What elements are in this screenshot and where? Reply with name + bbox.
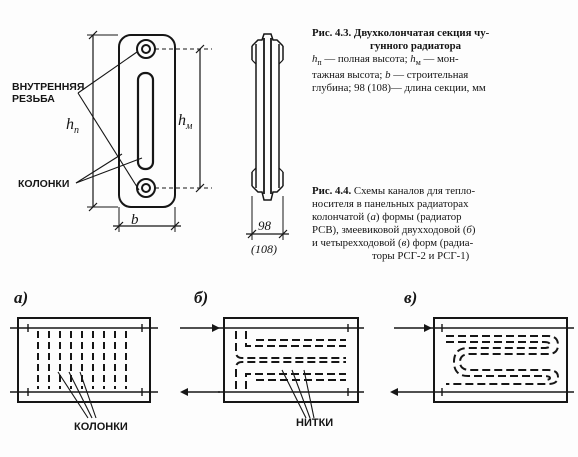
caption-hm-symbol: h <box>410 53 416 65</box>
caption-4-4-line3: колончатой (а) формы (радиатор <box>312 211 574 224</box>
caption-4-4-text5b: ) форм (радиа- <box>406 237 474 249</box>
label-columns-fig43: КОЛОНКИ <box>18 178 70 190</box>
caption-4-4-text2: носителя в панельных радиаторах <box>312 198 469 210</box>
caption-4-4-text6: торы РСГ-2 и РСГ-1) <box>372 250 470 262</box>
caption-fig-4-4: Рис. 4.4. Схемы каналов для тепло- носит… <box>312 185 574 263</box>
dim-label-98: 98 <box>258 218 271 233</box>
middle-slot <box>136 71 155 171</box>
caption-4-3-number: Рис. 4.3. <box>312 27 352 39</box>
caption-4-4-text5a: и четырехходовой ( <box>312 237 402 249</box>
caption-4-4-b: б <box>466 224 472 236</box>
label-internal-thread: ВНУТРЕННЯЯ РЕЗЬБА <box>12 81 84 105</box>
caption-hp-symbol: h <box>312 53 318 65</box>
caption-4-4-line4: РСВ), змеевиковой двухходовой (б) <box>312 224 574 237</box>
caption-4-3-body1: — полная высота; <box>321 53 408 65</box>
caption-4-4-line5: и четырехходовой (в) форм (радиа- <box>312 237 574 250</box>
caption-hm-subscript: м <box>415 58 421 68</box>
caption-4-4-line1: Рис. 4.4. Схемы каналов для тепло- <box>312 185 574 198</box>
scheme-b <box>180 317 364 419</box>
caption-4-4-text4a: РСВ), змеевиковой двухходовой ( <box>312 224 467 236</box>
dim-label-b: b <box>131 212 139 228</box>
caption-4-3-line3: hп — полная высота; hм — мон- <box>312 53 574 69</box>
section-outline <box>118 34 176 208</box>
caption-4-3-body3: глубина; 98 (108)— длина секции, мм <box>312 82 486 95</box>
caption-4-3-title2: гунного радиатора <box>370 40 462 52</box>
dim-label-hm: hм <box>178 112 192 132</box>
dim-hp-subscript: п <box>74 125 79 137</box>
dim-hm-symbol: h <box>178 112 186 129</box>
caption-4-3-line1: Рис. 4.3. Двухколончатая секция чу- <box>312 27 574 40</box>
caption-4-3-title1: Двухколончатая секция чу- <box>353 27 490 39</box>
label-thread-line2: РЕЗЬБА <box>12 93 55 105</box>
scheme-a-label: а) <box>14 288 29 307</box>
label-columns-fig44: КОЛОНКИ <box>74 421 128 433</box>
scheme-v <box>390 317 574 403</box>
caption-4-4-text3a: колончатой ( <box>312 211 371 223</box>
dim-hm-subscript: м <box>186 121 193 133</box>
scheme-v-label: в) <box>404 288 418 307</box>
caption-4-3-line2: гунного радиатора <box>312 40 574 53</box>
scheme-a <box>10 317 158 419</box>
caption-4-3-line4: тажная высота; b — строительная <box>312 69 574 82</box>
scheme-b-label: б) <box>194 288 209 307</box>
caption-b-symbol: b <box>385 69 391 82</box>
label-thread-line1: ВНУТРЕННЯЯ <box>12 81 85 93</box>
caption-fig-4-3: Рис. 4.3. Двухколончатая секция чу- гунн… <box>312 27 574 95</box>
caption-4-4-text3b: ) формы (радиатор <box>375 211 462 223</box>
caption-4-4-text1: Схемы каналов для тепло- <box>353 185 476 197</box>
caption-4-4-a: а <box>370 211 376 223</box>
dim-label-108: (108) <box>251 242 277 256</box>
dim-hp-symbol: h <box>66 116 74 133</box>
side-view <box>246 33 289 240</box>
caption-4-4-text4b: ) <box>471 224 476 236</box>
dim-label-hp: hп <box>66 116 79 136</box>
caption-4-3-line5: глубина; 98 (108)— длина секции, мм <box>312 82 574 95</box>
caption-4-3-body2: тажная высота; <box>312 69 383 82</box>
caption-4-4-v: в <box>401 237 407 249</box>
label-threads: НИТКИ <box>296 417 334 429</box>
caption-4-3-body2b: — строительная <box>390 69 469 82</box>
caption-hp-subscript: п <box>317 58 322 68</box>
caption-4-3-body1b: — мон- <box>420 53 459 65</box>
caption-4-4-number: Рис. 4.4. <box>312 185 352 197</box>
